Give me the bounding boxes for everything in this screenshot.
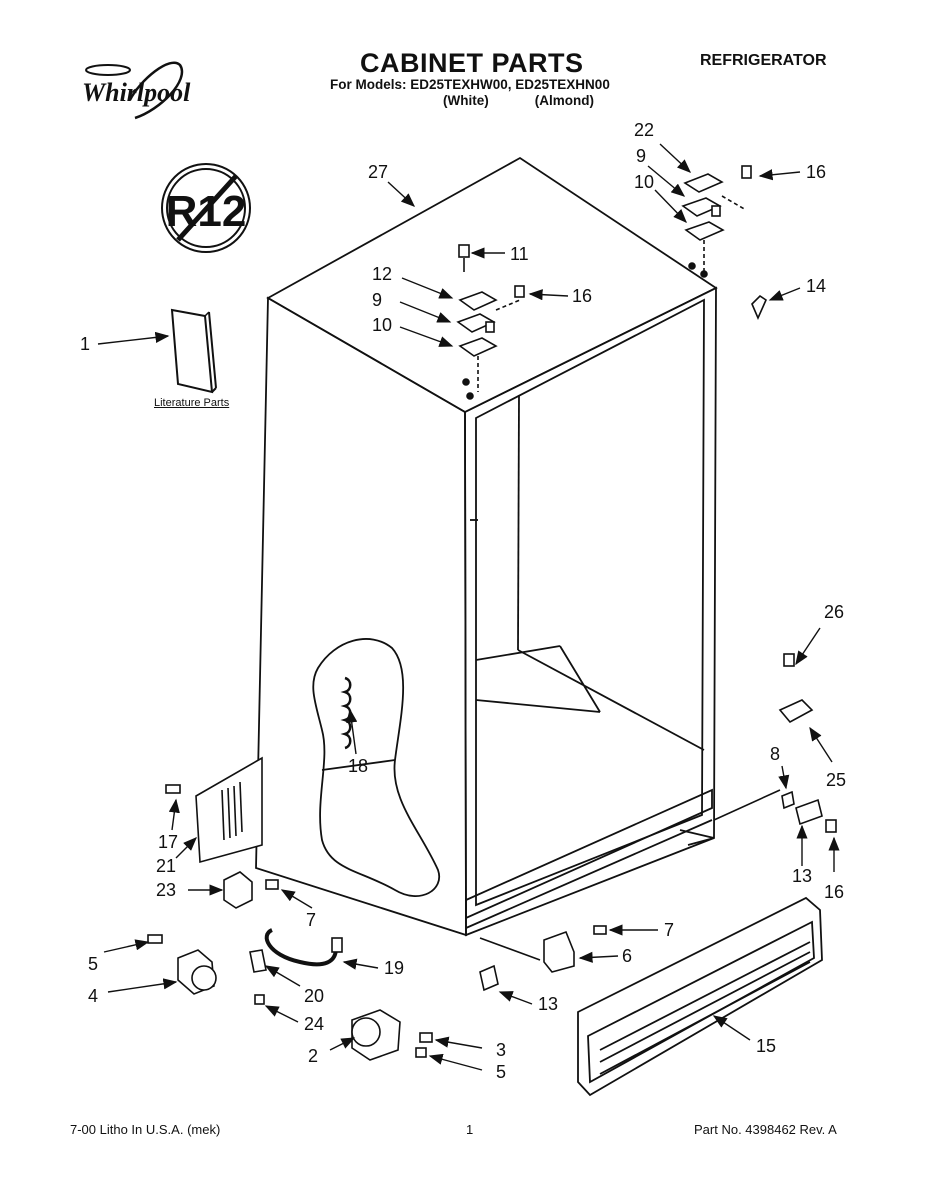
- callout-6: 6: [622, 946, 632, 966]
- callout-13-bottom: 13: [538, 994, 558, 1014]
- callout-3: 3: [496, 1040, 506, 1060]
- callout-5-left: 5: [88, 954, 98, 974]
- callout-1: 1: [80, 334, 90, 354]
- brand-wordmark: Whirlpool: [82, 78, 191, 107]
- callout-10-center: 10: [372, 315, 392, 335]
- callout-25: 25: [826, 770, 846, 790]
- callout-2: 2: [308, 1046, 318, 1066]
- callout-14: 14: [806, 276, 826, 296]
- top-hinge-right: [681, 165, 768, 320]
- callout-21: 21: [156, 856, 176, 876]
- callout-5-bottom: 5: [496, 1062, 506, 1082]
- models-line: For Models: ED25TEXHW00, ED25TEXHN00: [330, 77, 610, 92]
- literature-parts-label: Literature Parts: [154, 397, 230, 409]
- callout-4: 4: [88, 986, 98, 1006]
- callout-16-right: 16: [824, 882, 844, 902]
- no-r12-badge: R12: [161, 163, 251, 253]
- callout-10-right: 10: [634, 172, 654, 192]
- right-brackets: [713, 653, 837, 833]
- callout-16-center: 16: [572, 286, 592, 306]
- bottom-hardware: [147, 925, 607, 1061]
- callout-22: 22: [634, 120, 654, 140]
- top-hinge-center: [456, 244, 525, 400]
- callout-27: 27: [368, 162, 388, 182]
- callout-7-right: 7: [664, 920, 674, 940]
- callout-7-left: 7: [306, 910, 316, 930]
- callout-18: 18: [348, 756, 368, 776]
- footer-page-number: 1: [466, 1122, 474, 1137]
- callout-23: 23: [156, 880, 176, 900]
- callout-8: 8: [770, 744, 780, 764]
- callout-15: 15: [756, 1036, 776, 1056]
- whirlpool-logo: Whirlpool: [82, 61, 191, 120]
- variant-white: (White): [443, 93, 489, 108]
- callout-12: 12: [372, 264, 392, 284]
- footer-part-number: Part No. 4398462 Rev. A: [694, 1122, 837, 1137]
- variant-almond: (Almond): [534, 93, 594, 108]
- callout-numbers: 27 22 9 16 10 11 12 16 9 10 14 1 26 25 8…: [80, 120, 846, 1082]
- model-variants: (White) (Almond): [443, 93, 594, 108]
- toe-grille: [577, 896, 823, 1097]
- callout-20: 20: [304, 986, 324, 1006]
- footer-litho: 7-00 Litho In U.S.A. (mek): [70, 1122, 221, 1137]
- callout-19: 19: [384, 958, 404, 978]
- callout-13-right: 13: [792, 866, 812, 886]
- callout-9-center: 9: [372, 290, 382, 310]
- refrigerator-cabinet: [255, 156, 718, 937]
- callout-17: 17: [158, 832, 178, 852]
- callout-16-top: 16: [806, 162, 826, 182]
- callout-leaders: [97, 143, 840, 1071]
- callout-11: 11: [510, 244, 529, 264]
- left-side-shield: [165, 756, 279, 909]
- callout-26: 26: [824, 602, 844, 622]
- page-title: CABINET PARTS: [360, 48, 584, 78]
- appliance-category: REFRIGERATOR: [700, 52, 827, 69]
- literature-booklet: [170, 308, 217, 394]
- callout-24: 24: [304, 1014, 324, 1034]
- callout-9-right: 9: [636, 146, 646, 166]
